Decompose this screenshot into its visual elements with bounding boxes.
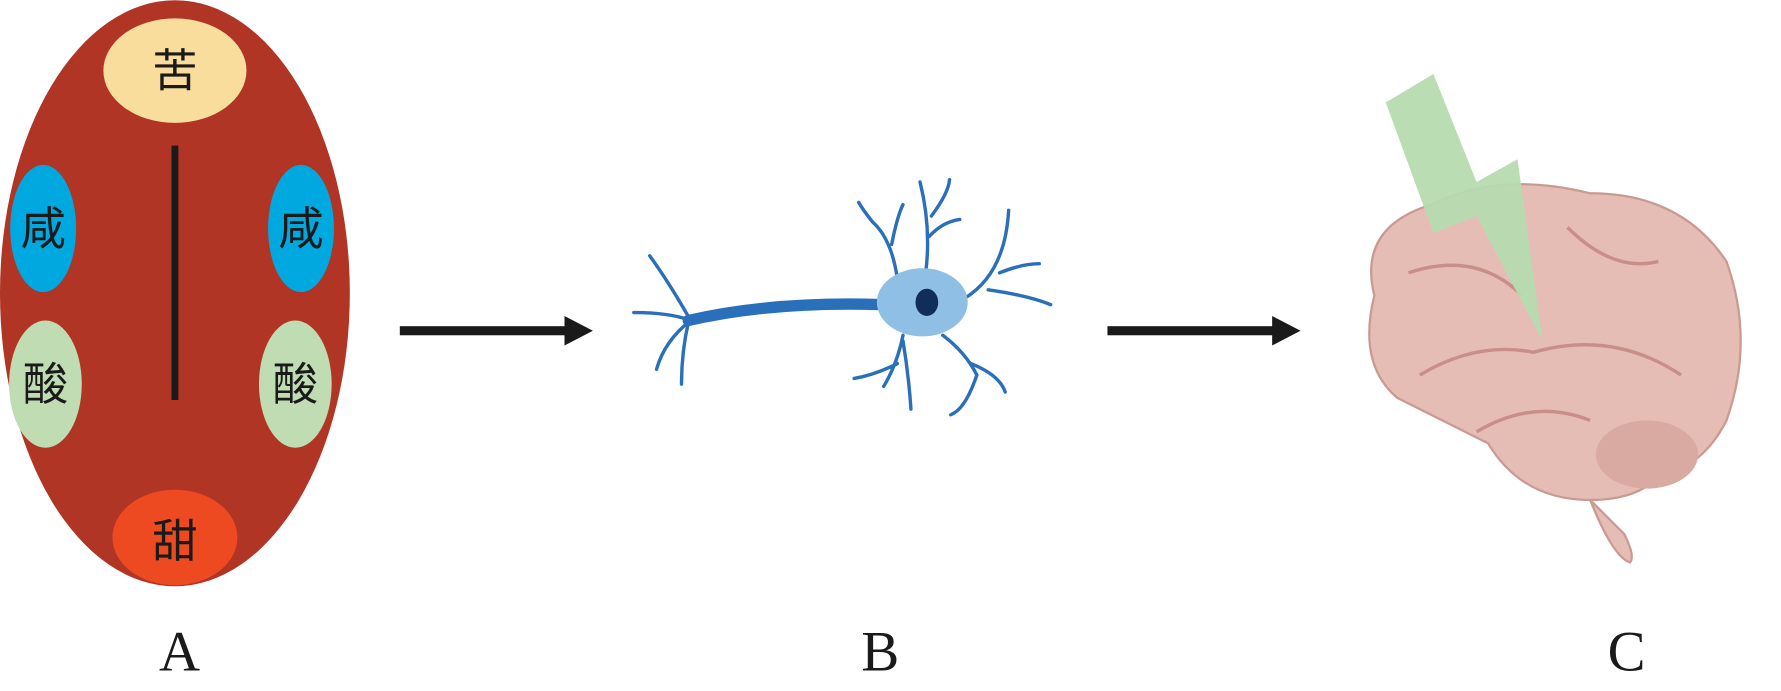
label-a: A xyxy=(159,620,200,683)
label-b: B xyxy=(861,620,899,683)
neuron xyxy=(632,177,1053,417)
sweet-region xyxy=(112,489,238,586)
sour-label-left: 酸 xyxy=(23,358,68,411)
axon xyxy=(682,298,886,327)
salty-region-right xyxy=(268,164,334,293)
sour-region-right xyxy=(258,320,332,448)
bitter-region xyxy=(103,18,247,123)
sour-region-left xyxy=(9,320,82,448)
salty-label-left: 咸 xyxy=(20,202,65,255)
arrow-b-to-c xyxy=(1107,315,1301,346)
salty-region-left xyxy=(10,164,77,293)
sweet-label: 甜 xyxy=(152,515,197,568)
lightning-bolt-icon xyxy=(1385,74,1543,341)
tongue-map: 苦 咸 咸 酸 酸 甜 xyxy=(0,0,350,587)
sour-label-right: 酸 xyxy=(273,358,318,411)
brain xyxy=(1368,74,1742,564)
label-c: C xyxy=(1608,620,1646,683)
bitter-label: 苦 xyxy=(152,45,197,98)
arrow-a-to-b xyxy=(399,315,593,346)
cerebellum xyxy=(1595,420,1699,489)
nucleus xyxy=(915,288,939,316)
salty-label-right: 咸 xyxy=(278,202,323,255)
